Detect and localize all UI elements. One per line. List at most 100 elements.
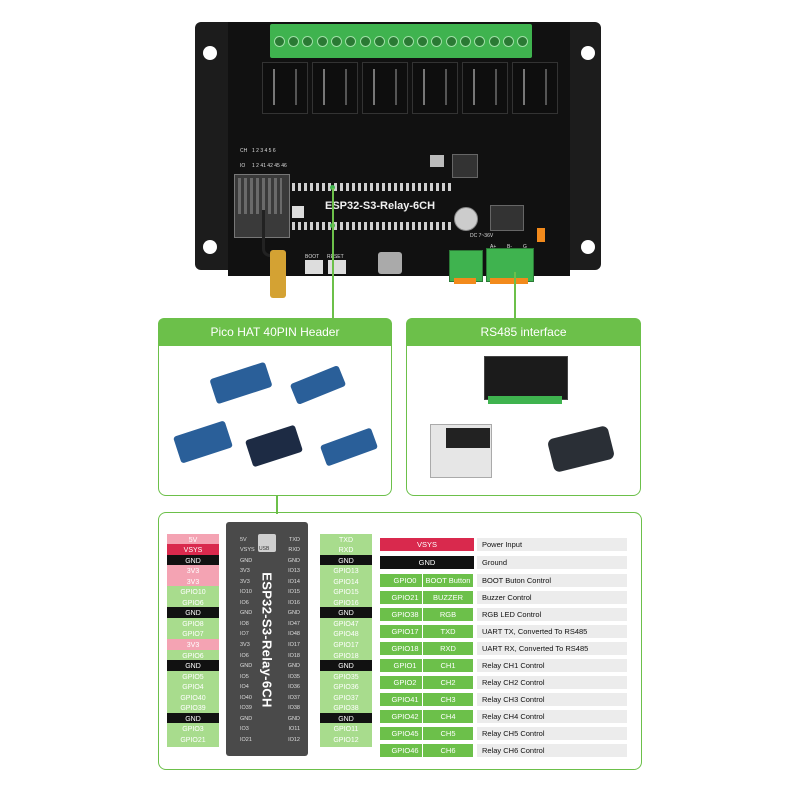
- table-description-cell: Relay CH2 Control: [477, 675, 627, 689]
- usb-port-icon: [258, 534, 276, 552]
- antenna-cable: [262, 210, 273, 257]
- left-pin-label: VSYS: [167, 544, 219, 558]
- mounting-hole: [203, 240, 217, 254]
- right-pin-label: GND: [320, 660, 372, 674]
- silk-ch: CH: [240, 148, 248, 154]
- right-pin-inner-label: IO15: [288, 589, 300, 596]
- rgb-led: [292, 206, 304, 218]
- capacitor: [454, 207, 478, 231]
- buzzer: [430, 155, 444, 167]
- relay-5: [462, 62, 508, 114]
- mounting-hole: [203, 46, 217, 60]
- right-pin-label: GPIO37: [320, 691, 372, 705]
- relay-4: [412, 62, 458, 114]
- table-gpio-cell: GPIO2: [380, 675, 430, 689]
- right-pin-inner-label: IO13: [288, 568, 300, 575]
- left-pin-inner-label: IO6: [240, 652, 249, 659]
- relay-2: [312, 62, 358, 114]
- antenna-connector: [270, 250, 286, 298]
- board-title: ESP32-S3-Relay-6CH: [325, 200, 436, 212]
- table-description-cell: UART TX, Converted To RS485: [477, 624, 627, 638]
- table-function-cell: CH4: [422, 709, 473, 723]
- pinout-panel: [158, 512, 642, 770]
- left-pin-label: GPIO39: [167, 702, 219, 716]
- table-function-cell: RGB: [422, 607, 473, 621]
- left-pin-label: GND: [167, 660, 219, 674]
- silk-io: IO: [240, 163, 246, 169]
- right-pin-inner-label: IO16: [288, 599, 300, 606]
- right-pin-inner-label: GND: [287, 715, 300, 722]
- left-pin-inner-label: IO21: [240, 736, 252, 743]
- right-pin-label: GPIO38: [320, 702, 372, 716]
- left-pin-label: 3V3: [167, 575, 219, 589]
- right-pin-inner-label: IO36: [288, 684, 300, 691]
- connector-line-rs485: [514, 272, 516, 318]
- right-pin-label: GND: [320, 712, 372, 726]
- table-gpio-cell: GPIO45: [380, 726, 430, 740]
- table-description-cell: RGB LED Control: [477, 607, 627, 621]
- table-description-cell: Relay CH6 Control: [477, 743, 627, 757]
- left-pin-inner-label: VSYS: [240, 547, 255, 554]
- left-pin-inner-label: 3V3: [240, 642, 250, 648]
- table-span-cell: GND: [380, 555, 474, 569]
- pin-header-top: [292, 183, 452, 191]
- table-gpio-cell: GPIO0: [380, 573, 430, 587]
- left-pin-label: GPIO40: [167, 691, 219, 705]
- table-gpio-cell: GPIO18: [380, 641, 430, 655]
- connector-line-header: [332, 188, 334, 318]
- termination-jumper: [537, 228, 545, 242]
- silk-g: G: [523, 244, 527, 250]
- left-pin-label: GND: [167, 712, 219, 726]
- table-function-cell: CH1: [422, 658, 473, 672]
- table-description-cell: Relay CH1 Control: [477, 658, 627, 672]
- rs485-panel-title: RS485 interface: [406, 318, 641, 346]
- left-pin-label: GPIO7: [167, 628, 219, 642]
- relay-terminal-block: [270, 24, 532, 58]
- right-pin-label: GPIO47: [320, 617, 372, 631]
- left-pin-inner-label: GND: [240, 610, 253, 617]
- right-pin-label: TXD: [320, 533, 372, 547]
- right-pin-inner-label: GND: [287, 663, 300, 670]
- right-pin-label: RXD: [320, 544, 372, 558]
- right-pin-label: GPIO11: [320, 723, 372, 737]
- right-pin-label: GPIO13: [320, 565, 372, 579]
- right-pin-label: GPIO18: [320, 649, 372, 663]
- table-function-cell: TXD: [422, 624, 473, 638]
- left-pin-inner-label: IO4: [240, 684, 249, 691]
- table-description-cell: BOOT Buton Control: [477, 573, 627, 587]
- converter-label: [446, 428, 490, 448]
- left-pin-inner-label: IO7: [240, 631, 249, 638]
- pico-board: [226, 522, 308, 756]
- right-pin-inner-label: IO35: [288, 673, 300, 680]
- left-pin-inner-label: IO5: [240, 673, 249, 680]
- relay-module-device: [484, 356, 568, 400]
- left-pin-label: 3V3: [167, 565, 219, 579]
- table-description-cell: Buzzer Control: [477, 590, 627, 604]
- table-gpio-cell: GPIO21: [380, 590, 430, 604]
- right-pin-label: GPIO17: [320, 639, 372, 652]
- right-pin-inner-label: IO11: [288, 726, 300, 733]
- table-description-cell: Power Input: [477, 537, 627, 551]
- left-pin-inner-label: GND: [240, 557, 253, 564]
- table-function-cell: CH5: [422, 726, 473, 740]
- silk-ch-nums: 1 2 3 4 5 6: [252, 148, 276, 154]
- table-gpio-cell: GPIO38: [380, 607, 430, 621]
- right-pin-inner-label: IO47: [288, 620, 300, 627]
- pico-hat-panel-title: Pico HAT 40PIN Header: [158, 318, 392, 346]
- right-pin-inner-label: IO17: [288, 642, 300, 648]
- left-pin-label: GPIO21: [167, 733, 219, 747]
- left-pin-label: GND: [167, 554, 219, 568]
- right-pin-label: GPIO15: [320, 586, 372, 600]
- silk-reset: RESET: [327, 254, 344, 260]
- table-function-cell: CH2: [422, 675, 473, 689]
- pin-header-bottom: [292, 222, 452, 230]
- left-pin-inner-label: 3V3: [240, 568, 250, 575]
- power-plug: [454, 278, 476, 284]
- right-pin-label: GPIO14: [320, 575, 372, 589]
- table-description-cell: Relay CH3 Control: [477, 692, 627, 706]
- table-description-cell: Ground: [477, 555, 627, 569]
- left-pin-inner-label: IO10: [240, 589, 252, 596]
- left-pin-inner-label: IO40: [240, 694, 252, 701]
- left-pin-inner-label: IO3: [240, 726, 249, 733]
- left-pin-label: GPIO8: [167, 617, 219, 631]
